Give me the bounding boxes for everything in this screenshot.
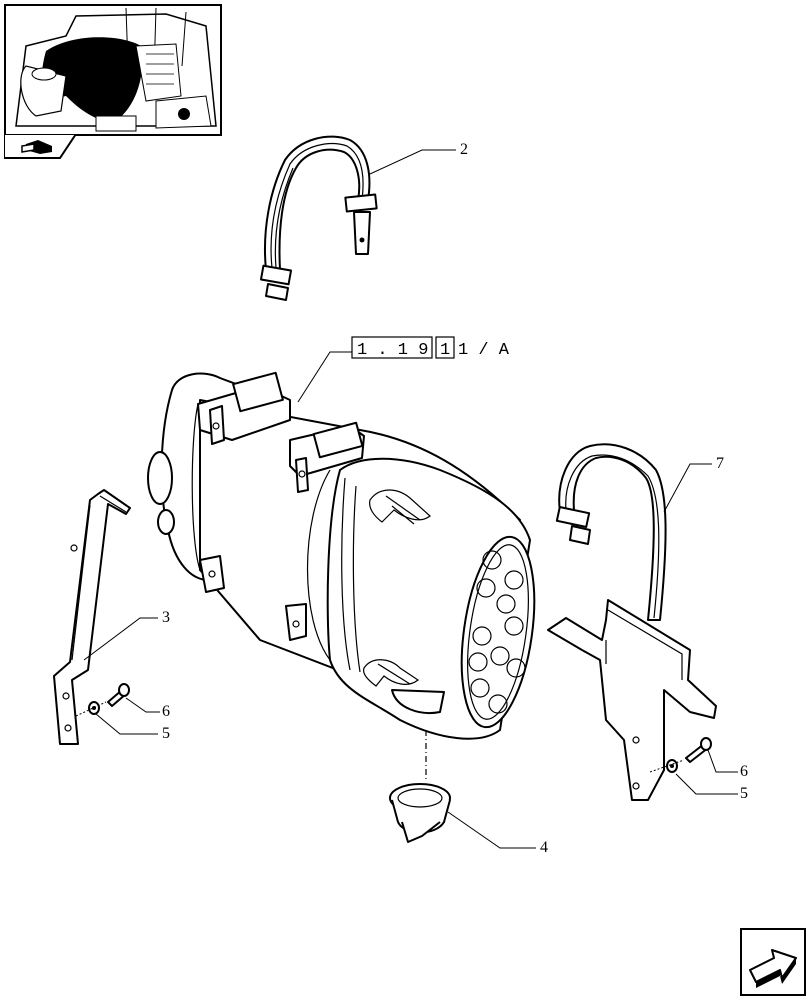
callout-4: 4 [540, 839, 548, 856]
location-thumbnail [4, 4, 222, 136]
next-page-arrow-icon [749, 949, 797, 988]
tractor-engine-bay-thumbnail-icon [15, 7, 217, 132]
part-2-strap [259, 135, 378, 301]
tractor-section-icon [3, 133, 78, 159]
callout-3: 3 [162, 609, 170, 626]
next-page-button[interactable] [740, 928, 806, 996]
part-7-strap-bracket [547, 443, 717, 801]
callout-6-left: 6 [162, 703, 170, 720]
reference-box-1: 1 . 1 9 [357, 341, 428, 360]
part-5-washer-left [88, 701, 100, 715]
leader-lines [83, 149, 738, 849]
reference-box-2: 1 [440, 341, 450, 360]
part-6-bolt-left [75, 683, 130, 717]
callout-7: 7 [716, 455, 724, 472]
callout-6-right: 6 [740, 763, 748, 780]
part-6-bolt-right [649, 737, 712, 773]
callout-2: 2 [460, 141, 468, 158]
part-4-dust-valve [389, 783, 451, 843]
callout-5-left: 5 [162, 725, 170, 742]
reference-tail: 1 / A [458, 341, 510, 360]
part-3-bracket [53, 489, 131, 745]
filter-holes [468, 550, 526, 714]
part-5-washer-right [666, 759, 678, 773]
callout-5-right: 5 [740, 785, 748, 802]
air-filter-assembly [147, 371, 536, 780]
cross-reference[interactable]: 1 . 1 9 1 1 / A [351, 336, 510, 360]
section-tab [3, 133, 78, 162]
